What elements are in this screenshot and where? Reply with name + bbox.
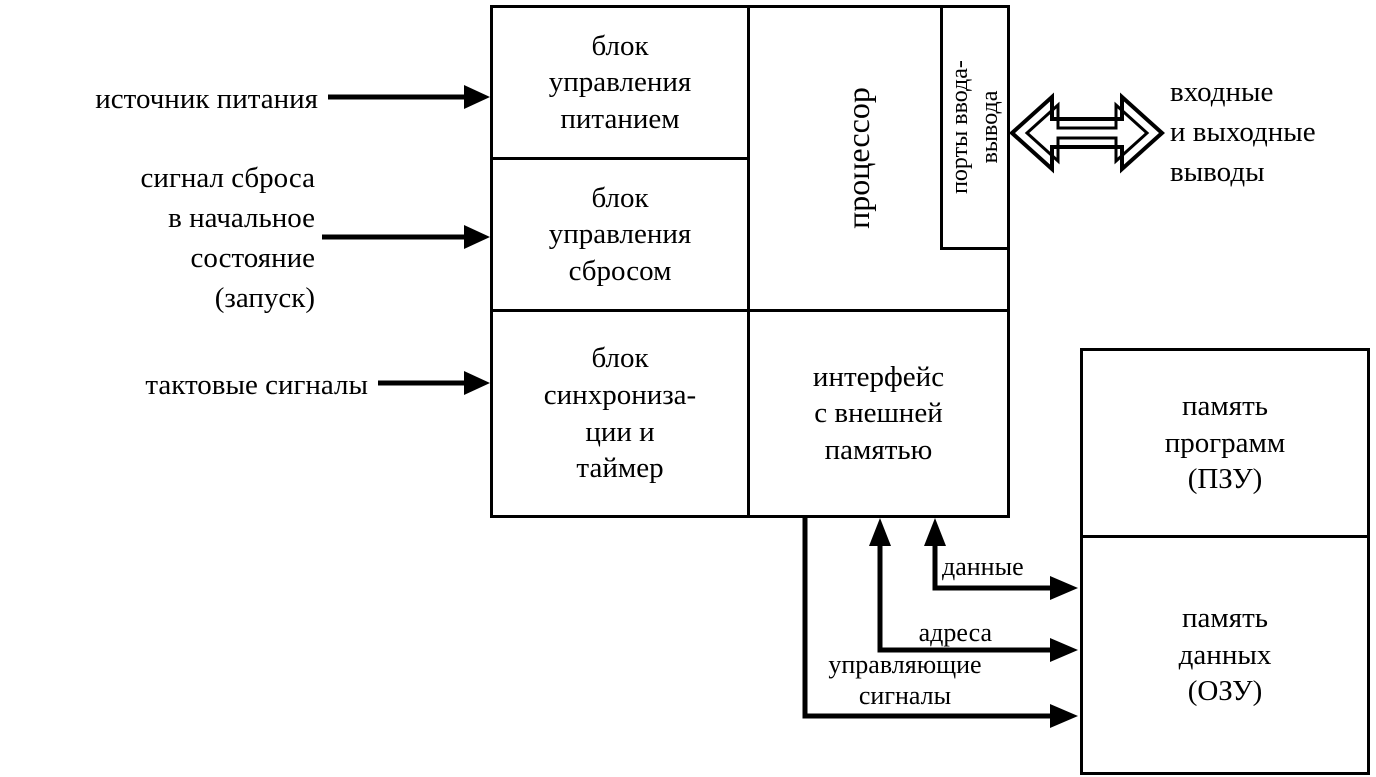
block-program-memory: память программ (ПЗУ): [1080, 348, 1370, 538]
block-power-control: блок управления питанием: [490, 5, 750, 160]
block-reset-control: блок управления сбросом: [490, 157, 750, 312]
block-power-control-label: блок управления питанием: [548, 29, 692, 135]
label-power-source: источник питания: [95, 83, 318, 115]
reset-signal-arrow: [322, 225, 490, 249]
io-double-arrow: [1009, 92, 1165, 174]
label-reset-signal: сигнал сброса в начальное состояние (зап…: [140, 162, 315, 315]
block-io-ports-label: порты ввода- вывода: [947, 60, 1003, 194]
label-data-bus: данные: [942, 552, 1024, 581]
clock-signals-arrow: [378, 371, 490, 395]
block-reset-control-label: блок управления сбросом: [548, 181, 692, 287]
block-io-ports: [940, 5, 1010, 250]
block-memory-interface-label: интерфейс с внешней памятью: [812, 360, 945, 466]
block-memory-interface: интерфейс с внешней памятью: [747, 309, 1010, 518]
block-program-memory-label: память программ (ПЗУ): [1164, 390, 1286, 496]
power-source-arrow: [328, 85, 490, 109]
block-sync-timer-label: блок синхрониза- ции и таймер: [543, 342, 697, 485]
block-sync-timer: блок синхрониза- ции и таймер: [490, 309, 750, 518]
label-clock-signals: тактовые сигналы: [145, 369, 368, 401]
label-address-bus: адреса: [918, 618, 992, 647]
label-control-bus: управляющие сигналы: [828, 650, 982, 710]
block-data-memory-label: память данных (ОЗУ): [1178, 602, 1272, 708]
block-processor-label: процессор: [839, 87, 876, 229]
label-io-pins: входные и выходные выводы: [1170, 76, 1316, 189]
block-data-memory: память данных (ОЗУ): [1080, 535, 1370, 775]
